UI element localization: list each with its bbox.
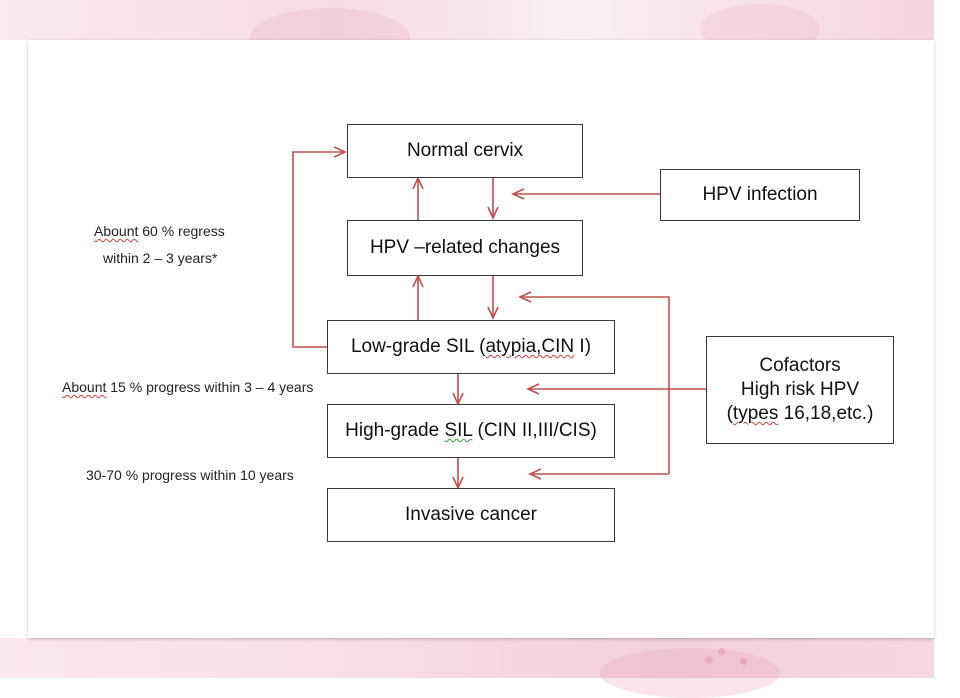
- flow-connectors: [292, 146, 706, 490]
- low-grade-sil-label: Low-grade SIL (atypia,CIN I): [350, 336, 592, 358]
- decorative-petal: [705, 656, 713, 664]
- hpv-related-changes-box: HPV –related changes: [347, 220, 583, 276]
- cofactors-title: Cofactors: [759, 355, 841, 377]
- cofactors-box: Cofactors High risk HPV (types 16,18,etc…: [706, 336, 894, 444]
- low-grade-sil-box: Low-grade SIL (atypia,CIN I): [327, 320, 615, 374]
- background-top-band: [0, 0, 960, 68]
- background-right-margin: [934, 0, 960, 678]
- arrow-regress-loop: [292, 146, 347, 348]
- decorative-petal: [718, 648, 725, 655]
- normal-cervix-label: Normal cervix: [406, 140, 524, 162]
- cofactors-high-risk: High risk HPV: [740, 379, 860, 401]
- progress-15-label: Abount 15 % progress within 3 – 4 years: [62, 379, 314, 395]
- invasive-cancer-box: Invasive cancer: [327, 488, 615, 542]
- high-grade-sil-label: High-grade SIL (CIN II,III/CIS): [345, 420, 597, 442]
- normal-cervix-box: Normal cervix: [347, 124, 583, 178]
- regress-label-line2: within 2 – 3 years*: [103, 250, 218, 266]
- invasive-cancer-label: Invasive cancer: [404, 504, 537, 526]
- regress-label-line1: Abount 60 % regress: [94, 223, 225, 239]
- cofactors-types: (types 16,18,etc.): [726, 402, 874, 424]
- progress-30-70-label: 30-70 % progress within 10 years: [86, 467, 294, 483]
- high-grade-sil-box: High-grade SIL (CIN II,III/CIS): [327, 404, 615, 458]
- hpv-infection-label: HPV infection: [702, 184, 818, 206]
- hpv-related-changes-label: HPV –related changes: [369, 237, 561, 259]
- decorative-petal: [740, 658, 747, 665]
- hpv-infection-box: HPV infection: [660, 169, 860, 221]
